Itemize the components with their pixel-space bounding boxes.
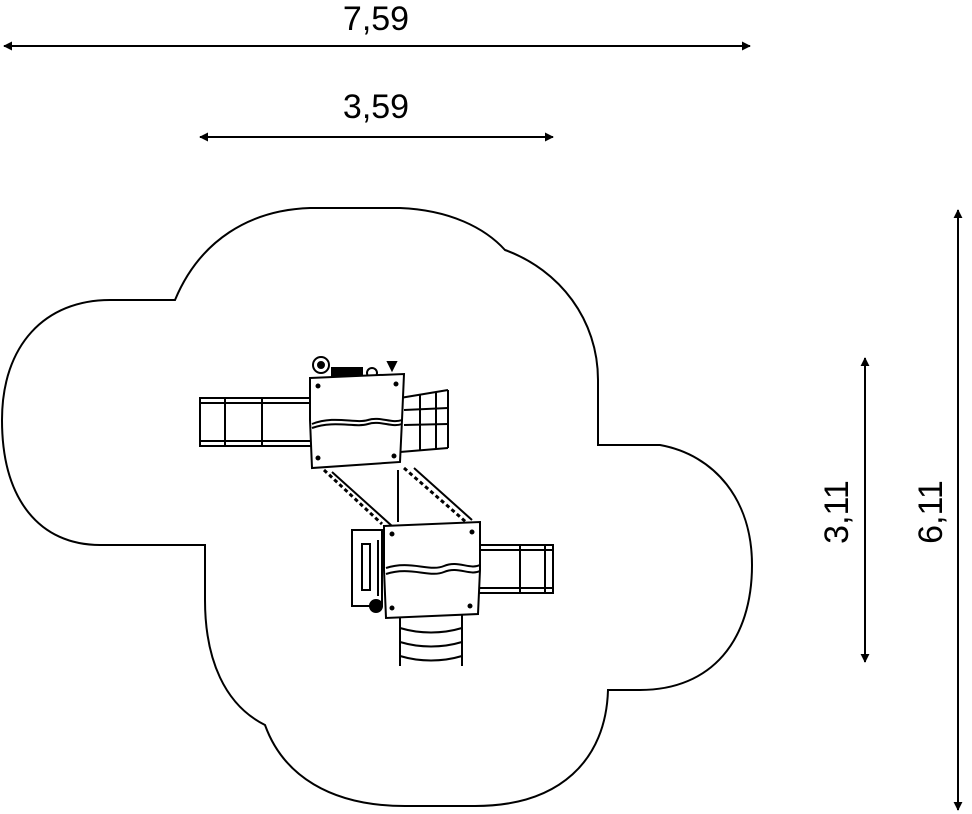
dimension-label-structure-width: 3,59 — [343, 88, 409, 126]
play-structure — [199, 356, 554, 666]
upper-slide — [199, 397, 313, 447]
dimension-structure-depth: 3,11 — [818, 357, 870, 663]
dimension-label-overall-width: 7,59 — [343, 0, 409, 38]
chain-bridge — [322, 466, 473, 527]
dimension-overall-width: 7,59 — [3, 0, 751, 51]
upper-platform-roof — [309, 356, 406, 470]
lower-platform-roof — [383, 520, 481, 620]
lower-side-panel — [351, 529, 383, 613]
dimension-overall-depth: 6,11 — [912, 209, 963, 811]
upper-ladder — [399, 389, 449, 453]
safety-zone-outline — [0, 207, 754, 807]
lower-ladder — [399, 615, 463, 666]
dimension-structure-width: 3,59 — [199, 88, 554, 142]
lower-slide — [477, 544, 554, 594]
dimension-label-overall-depth: 6,11 — [912, 480, 950, 544]
dimension-label-structure-depth: 3,11 — [818, 480, 856, 544]
